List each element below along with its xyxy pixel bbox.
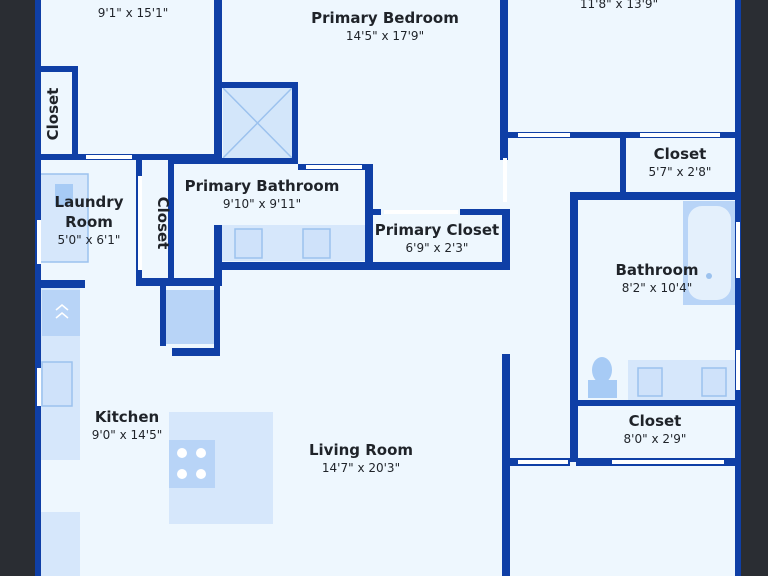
sink-icon <box>701 367 727 397</box>
sink-icon <box>234 228 263 259</box>
room-name-closet-left: Closet <box>44 88 62 141</box>
room-dims-living-room: 14'7" x 20'3" <box>322 461 400 475</box>
floor-area <box>36 0 738 576</box>
room-dims-primary-bedroom: 14'5" x 17'9" <box>346 29 424 43</box>
room-dims-closet-upper-right: 5'7" x 2'8" <box>649 165 712 179</box>
sink-icon <box>302 228 331 259</box>
sink-icon <box>41 361 73 407</box>
pantry-icon <box>164 290 214 344</box>
toilet-icon <box>592 357 612 383</box>
room-dims-bathroom: 8'2" x 10'4" <box>622 281 693 295</box>
room-name-primary-bathroom: Primary Bathroom <box>185 177 340 195</box>
room-name-laundry-room-2: Room <box>65 213 113 231</box>
room-dims-top-right: 11'8" x 13'9" <box>580 0 658 11</box>
room-dims-primary-bathroom: 9'10" x 9'11" <box>223 197 301 211</box>
room-name-bathroom: Bathroom <box>615 261 698 279</box>
room-name-kitchen: Kitchen <box>95 408 159 426</box>
room-dims-primary-closet: 6'9" x 2'3" <box>406 241 469 255</box>
room-dims-top-left: 9'1" x 15'1" <box>98 6 169 20</box>
cooktop-icon <box>169 440 215 488</box>
room-name-primary-closet: Primary Closet <box>375 221 499 239</box>
windows <box>37 133 740 464</box>
room-name-living-room: Living Room <box>309 441 413 459</box>
fridge-icon <box>40 512 80 576</box>
sink-icon <box>637 367 663 397</box>
room-labels: 9'1" x 15'1" Primary Bedroom 14'5" x 17'… <box>44 0 711 475</box>
room-name-closet-middle: Closet <box>154 197 172 250</box>
room-name-closet-lower-right: Closet <box>629 412 682 430</box>
room-name-laundry-room-1: Laundry <box>55 193 124 211</box>
room-dims-kitchen: 9'0" x 14'5" <box>92 428 163 442</box>
room-dims-closet-lower-right: 8'0" x 2'9" <box>624 432 687 446</box>
room-dims-laundry-room: 5'0" x 6'1" <box>58 233 121 247</box>
room-name-closet-upper-right: Closet <box>654 145 707 163</box>
room-name-primary-bedroom: Primary Bedroom <box>311 9 459 27</box>
